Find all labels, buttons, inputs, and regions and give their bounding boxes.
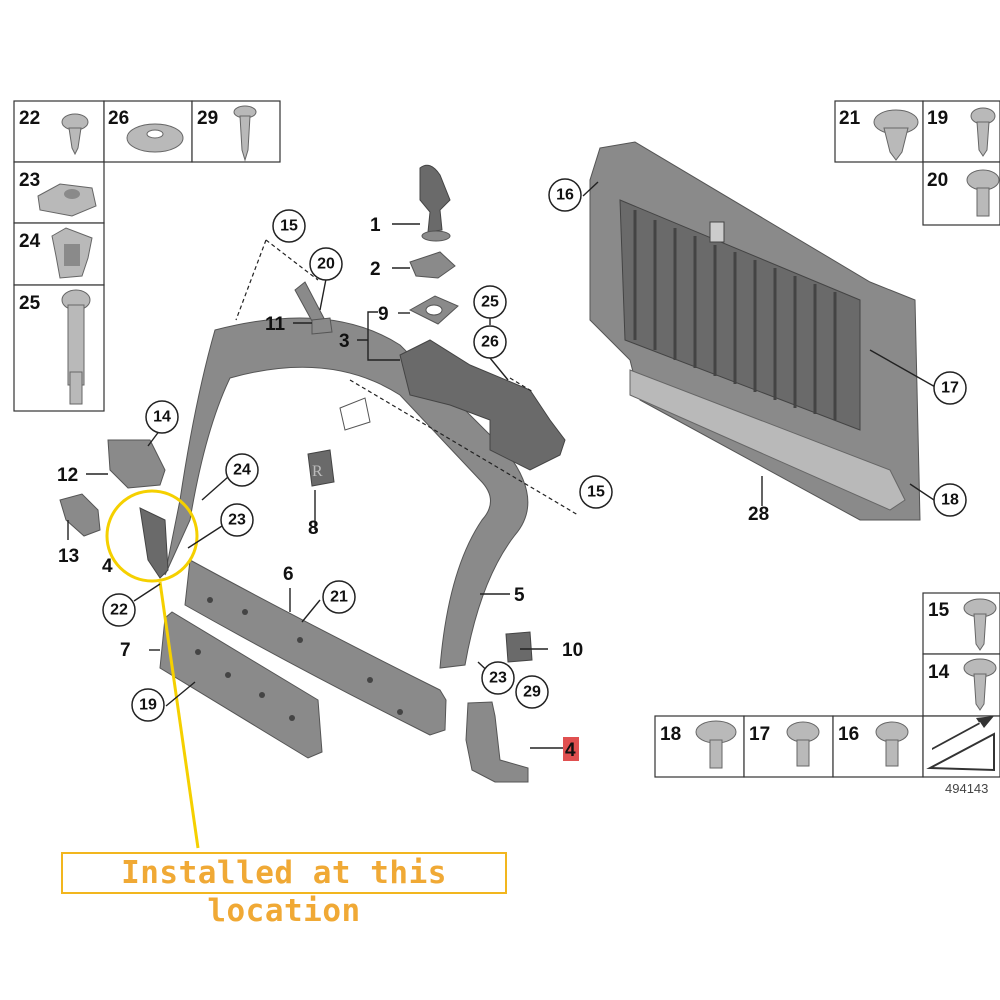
- hardware-label-19: 19: [927, 108, 948, 129]
- hardware-label-26: 26: [108, 108, 129, 129]
- hardware-table-top-left: 22 26 29 23 24 25: [13, 100, 281, 412]
- callout-13: 13: [58, 546, 79, 567]
- hardware-label-24: 24: [19, 231, 41, 252]
- clip-24-icon: [51, 227, 93, 279]
- screw-16-icon: [875, 721, 909, 767]
- hardware-label-29: 29: [197, 108, 218, 129]
- hardware-table-right-middle: 15 14: [922, 592, 1000, 717]
- screw-20-icon: [966, 169, 1000, 217]
- callout-5: 5: [514, 585, 525, 606]
- callout-18: 18: [941, 492, 959, 509]
- expansion-nut-21-icon: [873, 109, 919, 161]
- bracket-part-13: [59, 493, 101, 537]
- highlight-ring: [105, 489, 200, 849]
- svg-text:R: R: [312, 463, 323, 480]
- gasket-part-9: [408, 295, 459, 325]
- callout-29: 29: [523, 684, 541, 701]
- hardware-table-top-right: 21 19 20: [834, 100, 1000, 226]
- callout-22: 22: [110, 602, 128, 619]
- hardware-label-20: 20: [927, 170, 948, 191]
- callout-17: 17: [941, 380, 959, 397]
- mechanism-part-3: [399, 339, 566, 471]
- leader-lines: [67, 181, 938, 749]
- cap-part-2: [409, 251, 456, 279]
- installed-location-callout: Installed at this location: [61, 852, 507, 929]
- callout-2: 2: [370, 259, 381, 280]
- bracket-part-12: [107, 439, 166, 489]
- hardware-label-17: 17: [749, 724, 770, 745]
- screw-18-icon: [695, 720, 737, 769]
- screw-17-icon: [786, 721, 820, 767]
- callout-3: 3: [339, 331, 350, 352]
- callout-12: 12: [57, 465, 78, 486]
- callout-4-part: 4: [565, 740, 576, 761]
- hardware-label-23: 23: [19, 170, 40, 191]
- callout-4-installed: 4: [102, 556, 113, 577]
- clip-nut-23-icon: [37, 183, 97, 217]
- callout-9: 9: [378, 304, 389, 325]
- hardware-label-16: 16: [838, 724, 859, 745]
- screw-22-icon: [61, 113, 89, 156]
- callout-8: 8: [308, 518, 319, 539]
- plain-callouts: 1 2 3 9 11 12 13 4 7 6 8 5 10 28 4: [57, 215, 769, 761]
- direction-arrow-icon: [926, 716, 995, 772]
- callout-23-right: 23: [489, 670, 507, 687]
- diagram-id: 494143: [945, 781, 988, 796]
- screw-15-icon: [963, 598, 997, 651]
- screw-29-icon: [233, 105, 257, 162]
- hardware-label-18: 18: [660, 724, 681, 745]
- hardware-label-25: 25: [19, 293, 41, 314]
- callout-26: 26: [481, 334, 499, 351]
- callout-10: 10: [562, 640, 583, 661]
- corner-trim-part-4-installed: [139, 507, 169, 579]
- radiator-grille-part-28: [589, 141, 921, 521]
- callout-15-top: 15: [280, 218, 298, 235]
- callout-11: 11: [265, 314, 286, 335]
- screw-19-icon: [970, 107, 996, 157]
- hardware-label-21: 21: [839, 108, 861, 129]
- callout-19: 19: [139, 697, 157, 714]
- hardware-label-15: 15: [928, 600, 950, 621]
- clip-part-10: [505, 631, 533, 663]
- logo-badge-part-8: R: [307, 449, 335, 487]
- spirit-of-ecstasy-part-1: [419, 164, 451, 242]
- callout-16: 16: [556, 187, 574, 204]
- callout-28: 28: [748, 504, 769, 525]
- screw-14-icon: [963, 658, 997, 711]
- callout-6: 6: [283, 564, 294, 585]
- hardware-label-14: 14: [928, 662, 950, 683]
- washer-26-icon: [126, 123, 184, 153]
- callout-21: 21: [330, 589, 348, 606]
- hardware-table-bottom-row: 18 17 16: [654, 715, 1000, 778]
- bolt-25-icon: [61, 289, 91, 405]
- plate-part-7: [159, 611, 323, 759]
- hardware-label-22: 22: [19, 108, 40, 129]
- callout-7: 7: [120, 640, 131, 661]
- callout-24: 24: [233, 462, 251, 479]
- bracket-part-11: [294, 281, 333, 335]
- callout-25: 25: [481, 294, 499, 311]
- corner-trim-part-4: [465, 701, 529, 783]
- callout-20: 20: [317, 256, 335, 273]
- lower-trim-part-6: [184, 559, 447, 736]
- callout-14: 14: [153, 409, 171, 426]
- circled-callouts: 15 20 25 26 14 24 23 22 21 19 23 29 15 1…: [102, 178, 967, 722]
- callout-1: 1: [370, 215, 381, 236]
- callout-15-right: 15: [587, 484, 605, 501]
- callout-23-left: 23: [228, 512, 246, 529]
